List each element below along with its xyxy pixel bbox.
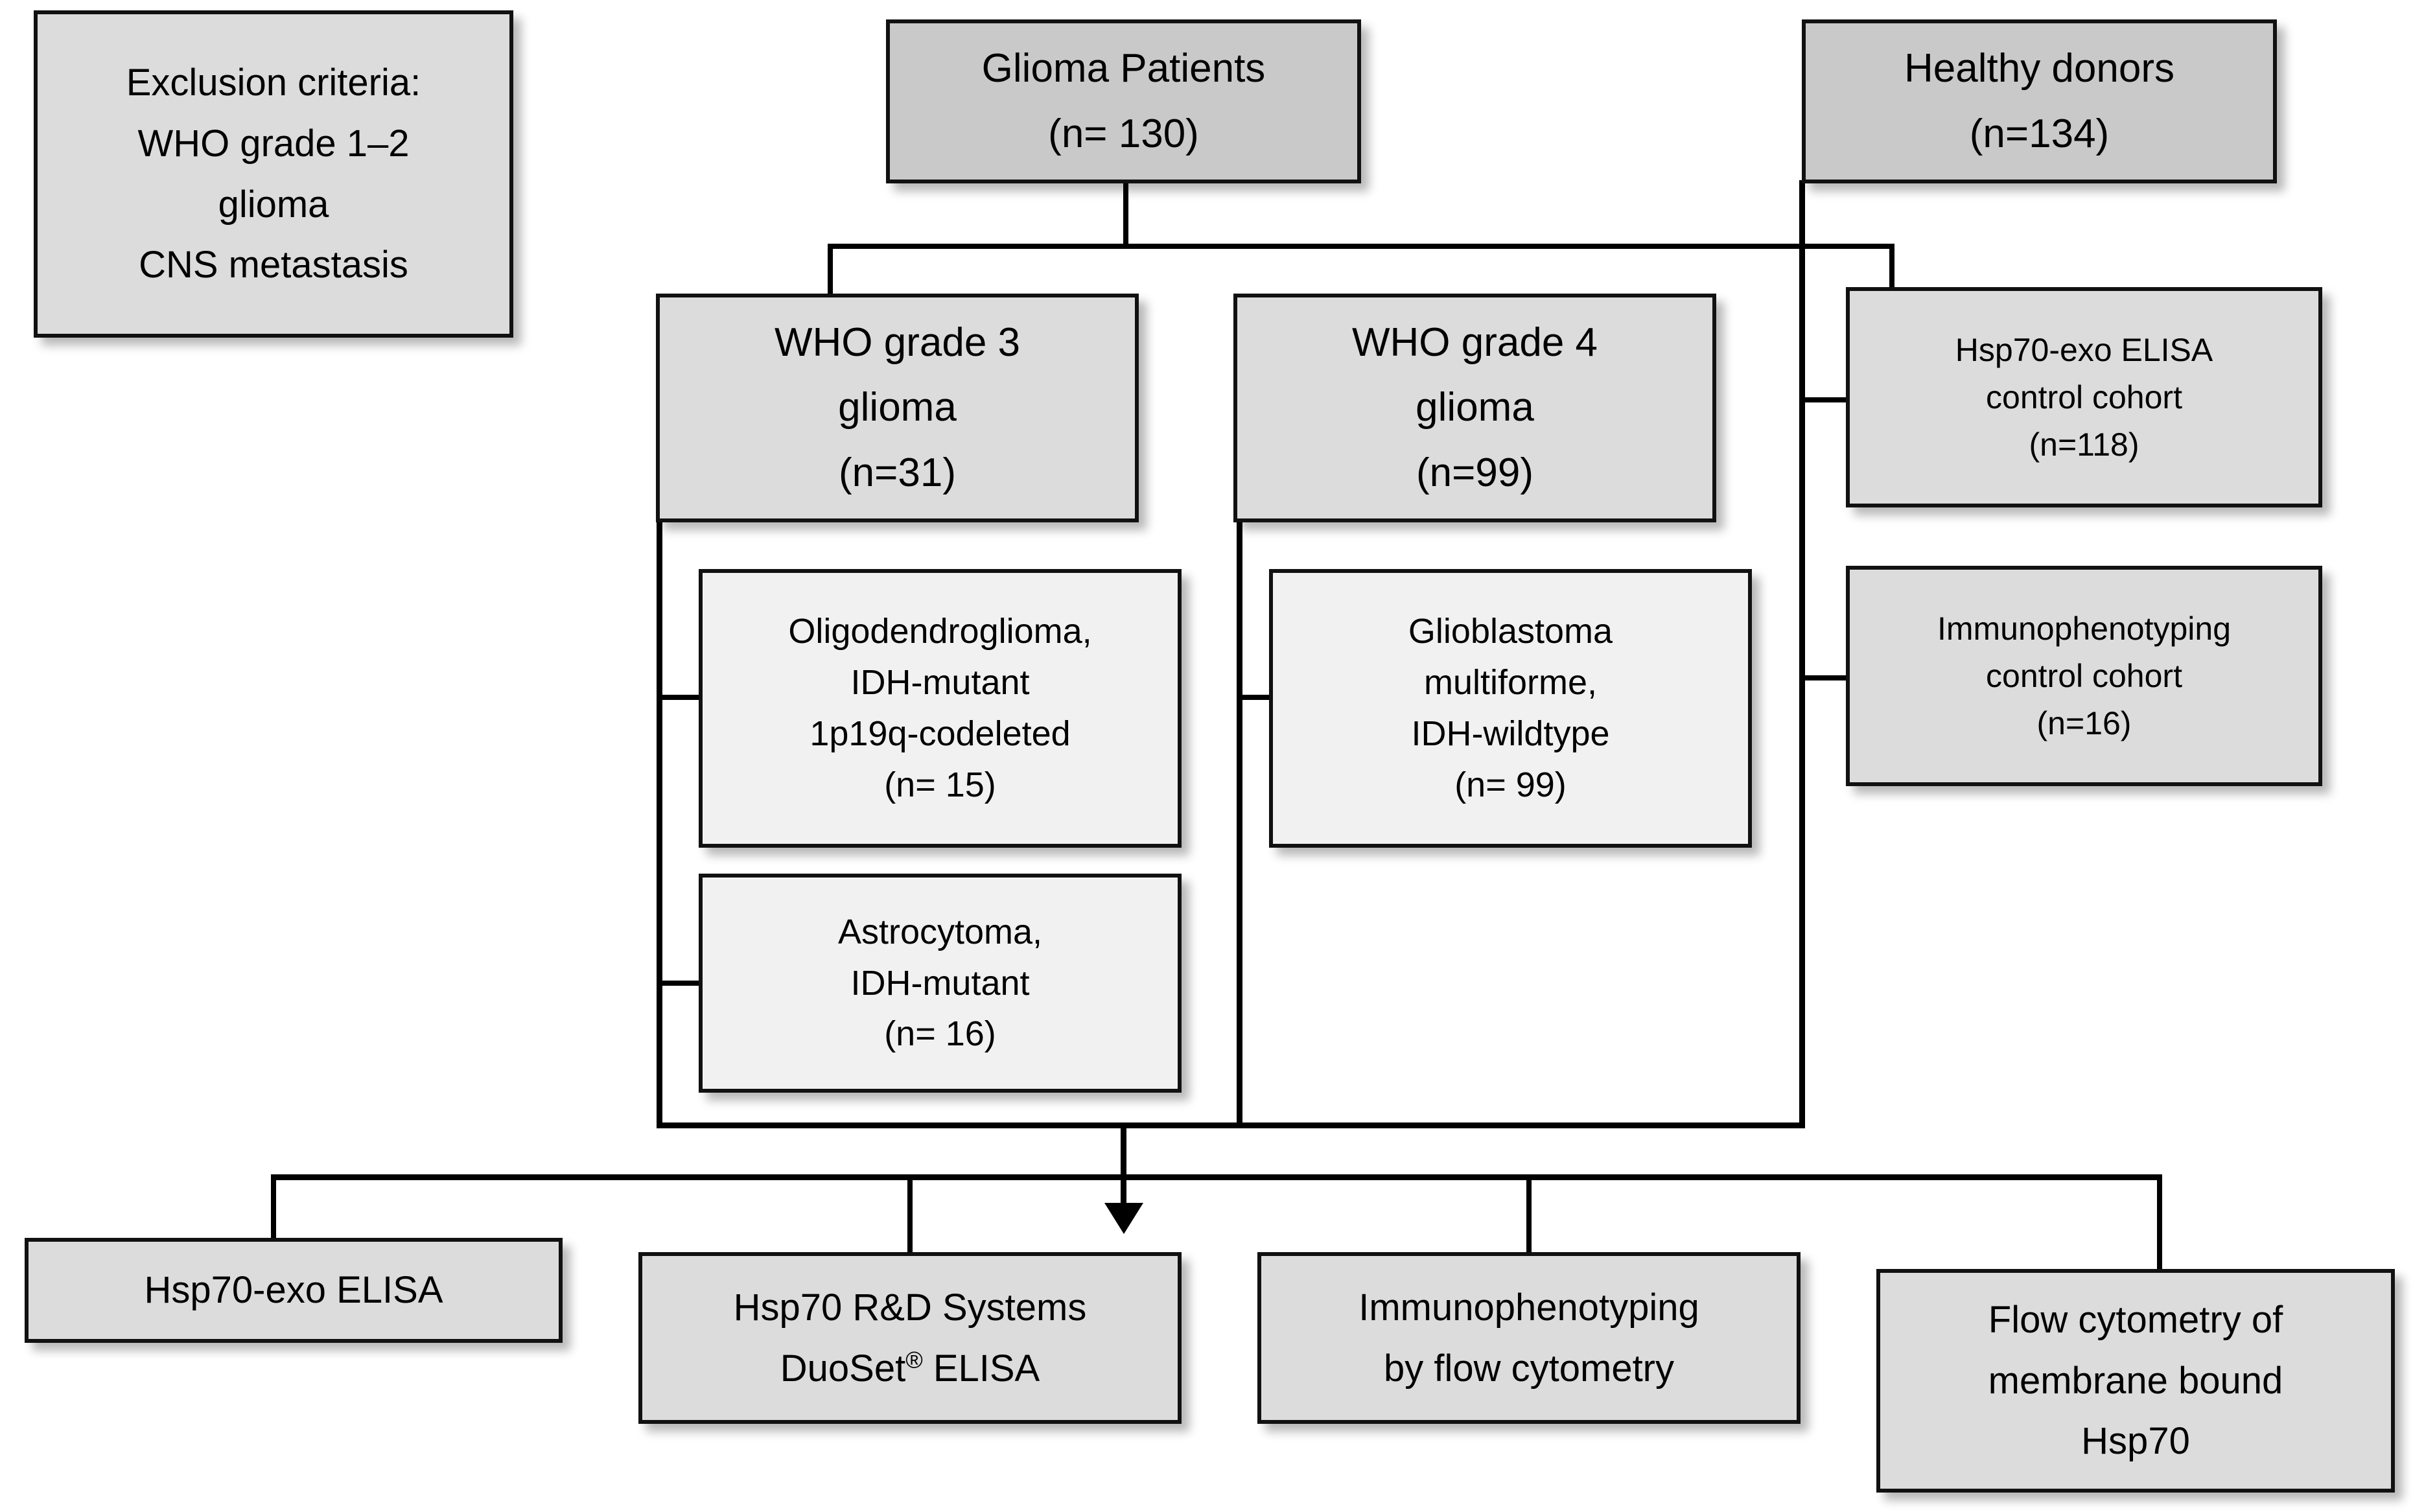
healthy-donors-box: Healthy donors (n=134) [1802, 19, 2277, 183]
method-2-line-2: DuoSet® ELISA [642, 1338, 1178, 1399]
method-flow-membrane-hsp70-box: Flow cytometry of membrane bound Hsp70 [1876, 1269, 2395, 1493]
oligo-line-1: Oligodendroglioma, [788, 612, 1092, 651]
connector-to-method-2 [907, 1174, 913, 1256]
grade4-line-1: WHO grade 4 [1351, 320, 1598, 365]
oligo-line-3: 1p19q-codeleted [810, 714, 1071, 753]
exclusion-line-3: glioma [218, 183, 329, 226]
immuno-control-line-2: control cohort [1986, 657, 2182, 694]
connector-to-method-3 [1526, 1174, 1532, 1256]
connector-glioma-split-bar [828, 244, 1894, 249]
gbm-line-3: IDH-wildtype [1411, 714, 1610, 753]
who-grade-4-box: WHO grade 4 glioma (n=99) [1233, 294, 1716, 522]
connector-healthy-to-elisa-control [1799, 397, 1848, 402]
connector-grade4-spine [1237, 518, 1242, 1128]
gbm-count: (n= 99) [1454, 765, 1567, 804]
elisa-control-line-1: Hsp70-exo ELISA [1955, 331, 2213, 368]
method-2-elisa-text: ELISA [922, 1347, 1040, 1390]
connector-grade3-to-astro [657, 981, 703, 986]
connector-to-method-1 [271, 1174, 276, 1242]
connector-merge-bar [657, 1122, 1805, 1128]
who-grade-3-box: WHO grade 3 glioma (n=31) [656, 294, 1139, 522]
immunophenotyping-control-cohort-box: Immunophenotyping control cohort (n=16) [1846, 566, 2322, 786]
connector-to-grade4 [1889, 244, 1894, 299]
connector-to-grade3 [828, 244, 833, 299]
exclusion-line-2: WHO grade 1–2 [137, 122, 410, 165]
method-hsp70-exo-elisa-box: Hsp70-exo ELISA [25, 1238, 563, 1343]
gbm-line-1: Glioblastoma [1408, 612, 1613, 651]
merge-arrowhead [1104, 1203, 1143, 1234]
connector-grade3-spine [657, 518, 662, 1128]
hsp70-exo-elisa-control-cohort-box: Hsp70-exo ELISA control cohort (n=118) [1846, 287, 2322, 507]
exclusion-line-1: Exclusion criteria: [126, 61, 421, 104]
method-immunophenotyping-flow-box: Immunophenotyping by flow cytometry [1257, 1252, 1801, 1424]
glioma-patients-count: (n= 130) [1048, 111, 1199, 156]
method-4-line-1: Flow cytometry of [1988, 1298, 2283, 1341]
connector-glioma-stem [1123, 180, 1128, 248]
glioma-patients-box: Glioma Patients (n= 130) [886, 19, 1361, 183]
method-3-line-1: Immunophenotyping [1358, 1286, 1699, 1329]
registered-trademark-icon: ® [905, 1346, 923, 1373]
method-3-line-2: by flow cytometry [1384, 1347, 1674, 1390]
connector-distribution-bar [271, 1174, 2162, 1180]
method-2-duoset-text: DuoSet [780, 1347, 906, 1390]
method-1-label: Hsp70-exo ELISA [144, 1268, 443, 1311]
method-4-line-2: membrane bound [1988, 1359, 2283, 1402]
immuno-control-count: (n=16) [2036, 704, 2132, 741]
elisa-control-count: (n=118) [2029, 426, 2139, 463]
astro-count: (n= 16) [884, 1014, 996, 1054]
method-hsp70-duoset-elisa-box: Hsp70 R&D Systems DuoSet® ELISA [638, 1252, 1182, 1424]
oligo-line-2: IDH-mutant [850, 663, 1030, 703]
oligodendroglioma-box: Oligodendroglioma, IDH-mutant 1p19q-code… [699, 569, 1182, 848]
astro-line-2: IDH-mutant [850, 963, 1030, 1003]
grade4-line-2: glioma [1416, 385, 1534, 430]
exclusion-criteria-box: Exclusion criteria: WHO grade 1–2 glioma… [34, 10, 513, 338]
astrocytoma-box: Astrocytoma, IDH-mutant (n= 16) [699, 874, 1182, 1093]
glioma-patients-label: Glioma Patients [981, 46, 1266, 91]
oligo-count: (n= 15) [884, 765, 996, 804]
method-4-line-3: Hsp70 [2081, 1420, 2190, 1463]
astro-line-1: Astrocytoma, [837, 912, 1043, 951]
gbm-line-2: multiforme, [1423, 663, 1598, 703]
elisa-control-line-2: control cohort [1986, 378, 2182, 415]
connector-grade4-to-gbm [1237, 695, 1277, 700]
method-2-line-1: Hsp70 R&D Systems [733, 1286, 1087, 1329]
grade3-line-2: glioma [838, 385, 957, 430]
grade3-line-1: WHO grade 3 [774, 320, 1021, 365]
connector-merge-to-arrow [1121, 1128, 1126, 1211]
connector-to-method-4 [2157, 1174, 2162, 1273]
connector-grade3-to-oligo [657, 695, 703, 700]
immuno-control-line-1: Immunophenotyping [1937, 610, 2232, 647]
exclusion-line-4: CNS metastasis [139, 244, 408, 286]
grade3-count: (n=31) [839, 450, 956, 495]
healthy-donors-label: Healthy donors [1904, 46, 2175, 91]
healthy-donors-count: (n=134) [1969, 111, 2110, 156]
grade4-count: (n=99) [1416, 450, 1533, 495]
connector-healthy-spine [1799, 180, 1805, 1128]
glioblastoma-box: Glioblastoma multiforme, IDH-wildtype (n… [1269, 569, 1752, 848]
connector-healthy-to-immuno-control [1799, 675, 1848, 680]
